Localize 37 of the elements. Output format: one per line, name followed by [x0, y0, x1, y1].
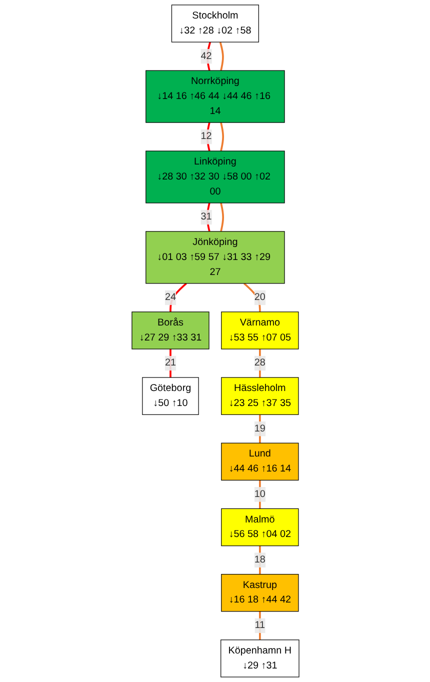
node-box [145, 70, 284, 123]
edge-label: 18 [254, 554, 265, 565]
node-box [220, 508, 298, 546]
connector [258, 414, 260, 444]
connector [220, 122, 224, 152]
connector [258, 480, 260, 509]
node-box [220, 377, 298, 415]
connector [218, 42, 224, 71]
connector [243, 282, 260, 312]
node-box [220, 312, 298, 350]
node-box [170, 4, 258, 42]
edge-label: 28 [254, 358, 265, 368]
edge-label: 42 [200, 50, 212, 62]
connector [169, 349, 171, 378]
node-box [142, 377, 198, 415]
connector [258, 349, 260, 378]
connector [206, 202, 210, 232]
edge-label: 19 [254, 423, 265, 434]
edge-label: 11 [254, 620, 265, 631]
edge-label: 31 [200, 212, 212, 222]
edge-label: 12 [200, 131, 212, 142]
node-box [220, 442, 298, 481]
edge-label: 24 [164, 292, 176, 303]
route-map-drawing: 42 12 31 24 21 20 28 19 10 18 11 Stockholm ↓32 ↑28 ↓02 ↑58 Norrköping ↓14 16 ↑46 44 ↓44 46 ↑16 14 Linköping ↓28 30 ↑32 30 ↓58 00 ↑02 00 Jönköping ↓01 03 ↑59 57 ↓31 33 ↑29 27 Borås ↓27 29 ↑33 31 Göteborg ↓50 ↑10 Värnamo ↓53 55 ↑07 05 Hässleholm ↓23 25 ↑37 35 Lund ↓44 46 ↑16 14 Malmö ↓56 58 ↑04 02 Kastrup ↓16 18 ↑44 42 Köpenhamn H ↓29 ↑31 [126, 0, 304, 682]
node-box [220, 640, 299, 678]
connector [220, 202, 224, 232]
node-box [220, 574, 298, 612]
edge-label: 21 [164, 358, 176, 368]
edge-label: 10 [254, 488, 265, 500]
node-box [131, 312, 209, 350]
node-box [145, 231, 284, 284]
connector [206, 122, 210, 152]
connector [258, 546, 260, 574]
edge-label: 20 [254, 292, 265, 303]
connector [206, 42, 211, 71]
node-box [145, 150, 284, 204]
connector [258, 611, 260, 640]
